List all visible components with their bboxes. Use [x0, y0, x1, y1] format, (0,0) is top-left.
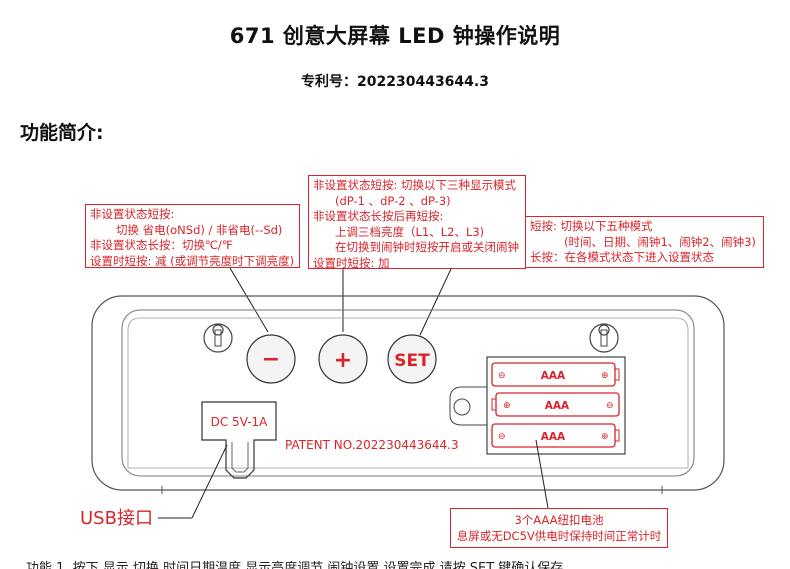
battery-2-outline — [491, 392, 620, 417]
callout-line: 在切换到闹钟时短按开启或关闭闹钟 — [335, 240, 519, 254]
callout-line: 非设置状态短按: — [90, 207, 175, 221]
section-title: 功能简介: — [20, 122, 104, 144]
battery-3-left-sign: ⊖ — [498, 432, 506, 442]
battery-1-right-sign: ⊕ — [601, 371, 609, 381]
dc-port-label: DC 5V-1A — [211, 415, 269, 429]
callout-line: 非设置状态长按后再短按: — [313, 209, 444, 223]
battery-latch — [449, 386, 487, 426]
battery-1-left-sign: ⊖ — [498, 371, 506, 381]
patent-number: 专利号：202230443644.3 — [301, 74, 489, 90]
minus-leader-line — [229, 267, 269, 333]
clock-outer-body — [91, 295, 725, 491]
battery-note-line2: 息屏或无DC5V供电时保持时间正常计时 — [456, 529, 662, 543]
battery-compartment — [486, 356, 626, 455]
dc-port-inner — [231, 442, 249, 473]
battery-3-outline — [491, 423, 620, 448]
screw-mark-left — [158, 486, 166, 494]
callout-line: 切换 省电(oNSd) / 非省电(--Sd) — [116, 222, 283, 237]
set-button-label: SET — [394, 351, 430, 371]
battery-note-line1: 3个AAA纽扣电池 — [514, 513, 604, 527]
set-button-callout: 短按: 切换以下五种模式 (时间、日期、闹钟1、闹钟2、闹钟3) 长按：在各模式… — [525, 216, 764, 268]
dc-port-outline — [201, 401, 277, 479]
bottom-cut-text: 功能 1. 按下 显示 切换 时间日期温度 显示亮度调节 闹钟设置 设置完成 请… — [26, 561, 564, 569]
clock-inner-panel — [127, 317, 689, 469]
callout-line: 设置时短按: 加 — [313, 255, 390, 269]
document-title: 671 创意大屏幕 LED 钟操作说明 — [229, 24, 561, 48]
usb-port-label: USB接口 — [80, 508, 153, 529]
battery-2-label: AAA — [545, 400, 570, 412]
patent-mark: PATENT NO.202230443644.3 — [285, 438, 459, 452]
set-button-graphic — [387, 334, 437, 384]
battery-note: 3个AAA纽扣电池 息屏或无DC5V供电时保持时间正常计时 — [450, 508, 668, 548]
minus-button-graphic — [246, 334, 296, 384]
plus-button-label: + — [334, 348, 352, 373]
callout-line: (时间、日期、闹钟1、闹钟2、闹钟3) — [564, 234, 756, 249]
battery-2-left-sign: ⊕ — [503, 401, 511, 411]
battery-2-right-sign: ⊖ — [606, 401, 614, 411]
hang-hole-right — [589, 323, 619, 353]
battery-3-label: AAA — [541, 431, 566, 443]
clock-inner-frame — [121, 309, 695, 477]
usb-leader-line — [191, 444, 228, 519]
minus-button-callout: 非设置状态短按: 切换 省电(oNSd) / 非省电(--Sd) 非设置状态长按… — [85, 204, 300, 268]
plus-button-graphic — [318, 334, 368, 384]
callout-line: (dP-1 、dP-2 、dP-3) — [335, 193, 451, 208]
callout-line: 短按: 切换以下五种模式 — [530, 219, 653, 233]
screw-mark-right — [658, 486, 666, 494]
plus-button-callout: 非设置状态短按: 切换以下三种显示模式 (dP-1 、dP-2 、dP-3) 非… — [308, 175, 526, 269]
hang-hole-left — [203, 323, 233, 353]
battery-leader-line — [535, 439, 549, 509]
battery-1-outline — [491, 362, 620, 387]
minus-button-label: − — [262, 347, 280, 372]
callout-line: 非设置状态短按: 切换以下三种显示模式 — [313, 178, 517, 192]
callout-line: 非设置状态长按：切换℃/℉ — [90, 238, 233, 252]
battery-1-label: AAA — [541, 370, 566, 382]
callout-line: 上调三档亮度（L1、L2、L3) — [335, 224, 485, 239]
callout-line: 长按：在各模式状态下进入设置状态 — [530, 250, 714, 264]
callout-line: 设置时短按: 减 (或调节亮度时下调亮度) — [90, 253, 295, 268]
battery-latch-knob — [453, 398, 471, 416]
battery-3-right-sign: ⊕ — [601, 432, 609, 442]
